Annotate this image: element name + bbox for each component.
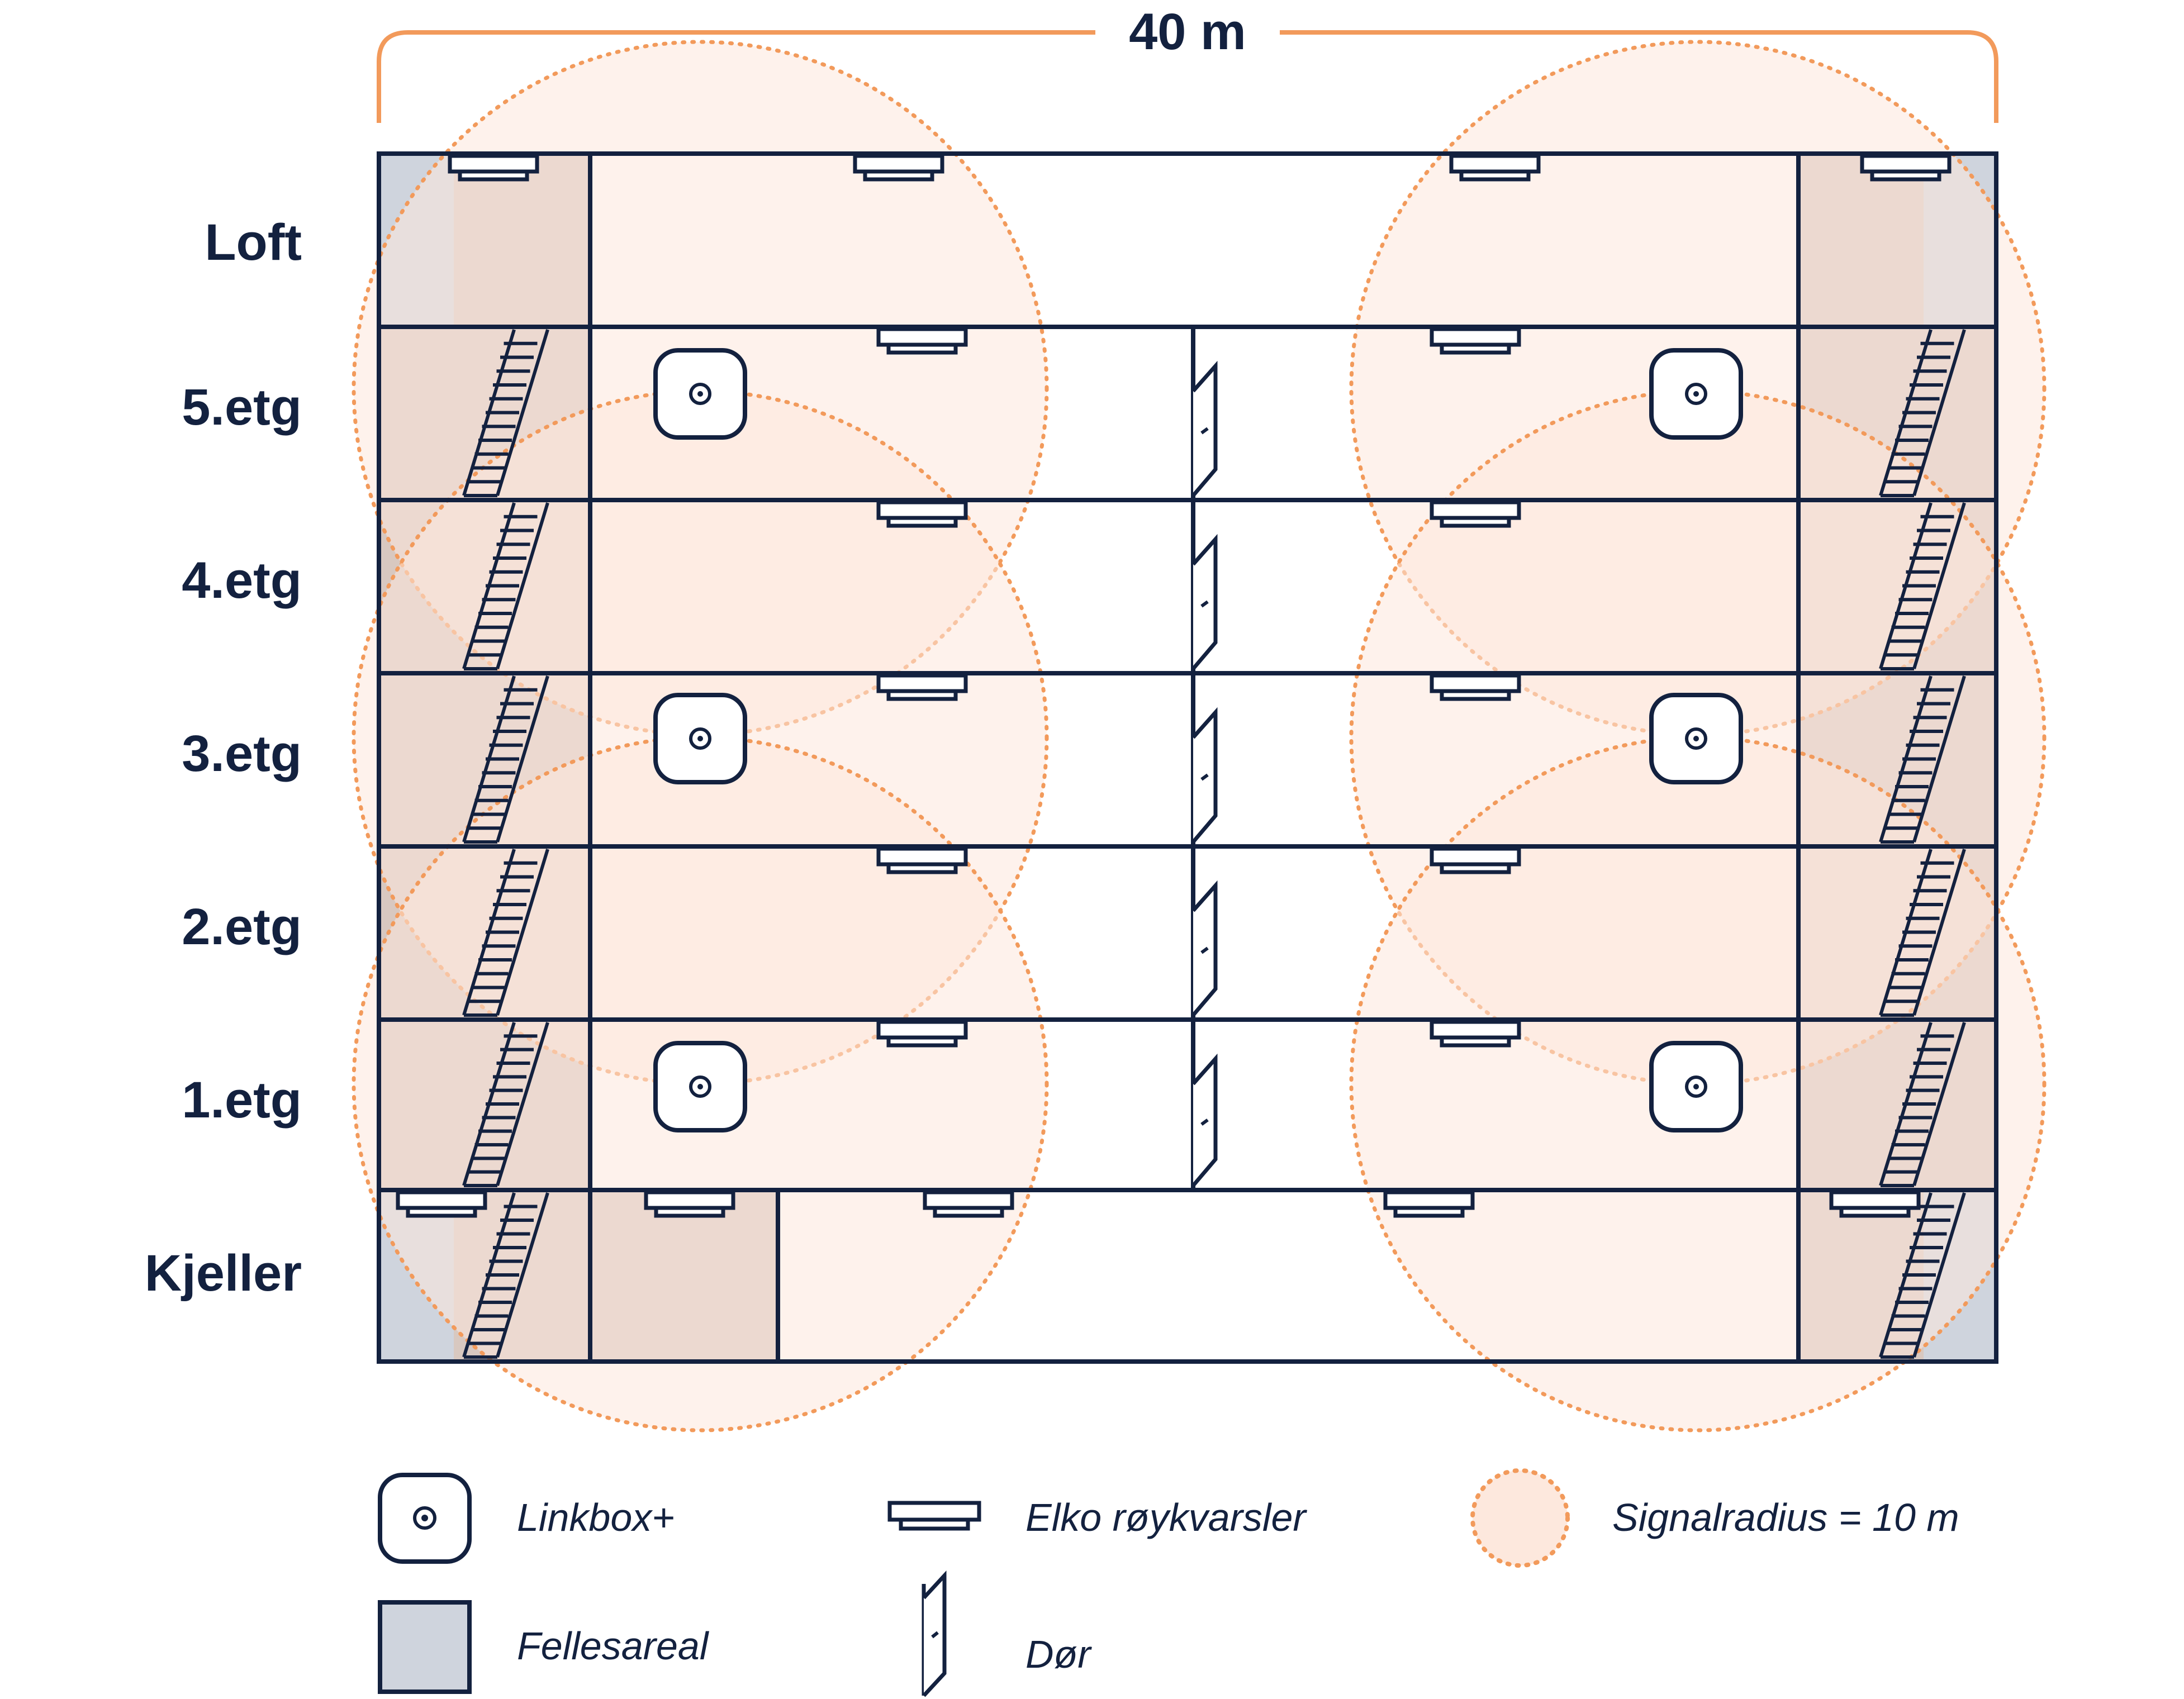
smoke-alarm-icon — [853, 154, 944, 182]
stairs-group — [462, 329, 1966, 1359]
legend-smoke-alarm-icon — [887, 1501, 981, 1531]
legend: Linkbox+ Elko røykvarsler Signalradius =… — [378, 1468, 1959, 1697]
smoke-alarm-icon — [1430, 673, 1521, 701]
building-structure — [377, 151, 1998, 1364]
floor-label-3etg: 3.etg — [182, 725, 302, 782]
door-icon — [1191, 707, 1218, 844]
legend-door: Dør — [922, 1570, 1092, 1697]
smoke-alarm-icon — [1383, 1190, 1475, 1218]
door-icon — [1191, 534, 1218, 670]
stair-rail — [462, 675, 516, 843]
smoke-alarm-icon — [1430, 327, 1521, 355]
staircase — [1879, 849, 1966, 1017]
legend-signal-radius: Signalradius = 10 m — [1470, 1468, 1959, 1568]
staircase — [462, 1022, 549, 1187]
linkbox-icon — [653, 348, 747, 440]
legend-signal-radius-label: Signalradius = 10 m — [1612, 1496, 1959, 1539]
smoke-alarms-group — [396, 154, 1952, 1218]
stair-rail — [1879, 502, 1933, 669]
stair-rail — [496, 1022, 549, 1186]
smoke-alarm-icon — [448, 154, 539, 182]
floor-label-2etg: 2.etg — [182, 898, 302, 955]
door-icon — [1191, 1053, 1218, 1187]
floor-label-1etg: 1.etg — [182, 1072, 302, 1129]
staircase — [462, 329, 549, 497]
smoke-alarm-icon — [1829, 1190, 1921, 1218]
stair-rail — [1879, 1022, 1933, 1186]
smoke-alarm-icon — [396, 1190, 487, 1218]
stair-rail — [496, 1192, 549, 1358]
staircase — [1879, 502, 1966, 670]
stair-rail — [496, 675, 549, 843]
linkbox-icon — [1649, 348, 1743, 440]
linkbox-icon — [1649, 1041, 1743, 1132]
stair-rail — [496, 849, 549, 1016]
linkboxes-group — [653, 348, 1743, 1132]
smoke-alarm-icon — [876, 673, 968, 701]
stair-rail — [1879, 1192, 1933, 1358]
smoke-alarm-icon — [876, 846, 968, 874]
stair-rail — [1879, 329, 1933, 496]
floor-label-4etg: 4.etg — [182, 552, 302, 609]
smoke-alarm-icon — [1860, 154, 1952, 182]
legend-door-icon — [922, 1570, 947, 1697]
door-icon — [1191, 880, 1218, 1017]
staircase — [462, 675, 549, 844]
staircase — [462, 502, 549, 670]
stair-rail — [1879, 849, 1933, 1016]
linkbox-icon — [653, 1041, 747, 1132]
stair-rail — [1912, 1022, 1966, 1186]
smoke-alarm-icon — [1449, 154, 1541, 182]
floor-label-5etg: 5.etg — [182, 379, 302, 436]
stair-rail — [1879, 675, 1933, 843]
staircase — [1879, 1192, 1966, 1359]
stair-rail — [1912, 849, 1966, 1016]
staircase — [462, 849, 549, 1017]
stair-rail — [462, 329, 516, 496]
floor-label-loft: Loft — [205, 214, 302, 271]
legend-door-label: Dør — [1025, 1633, 1092, 1676]
smoke-alarm-icon — [876, 500, 968, 528]
stair-rail — [496, 502, 549, 669]
smoke-alarm-icon — [923, 1190, 1014, 1218]
width-label: 40 m — [1129, 3, 1246, 60]
legend-signal-radius-icon — [1470, 1468, 1570, 1568]
legend-linkbox-dot — [413, 1506, 436, 1530]
stair-rail — [462, 849, 516, 1016]
legend-common-area-label: Fellesareal — [517, 1624, 710, 1668]
smoke-alarm-icon — [876, 327, 968, 355]
smoke-alarm-icon — [644, 1190, 735, 1218]
legend-smoke-alarm-label: Elko røykvarsler — [1025, 1496, 1307, 1539]
stair-rail — [496, 329, 549, 496]
smoke-alarm-icon — [1430, 1020, 1521, 1048]
smoke-alarm-icon — [1430, 846, 1521, 874]
legend-common-area: Fellesareal — [378, 1600, 710, 1694]
linkbox-icon — [653, 693, 747, 784]
doors-group — [1191, 360, 1218, 1187]
building-outline — [377, 151, 1998, 1364]
width-bracket: 40 m — [377, 3, 1998, 123]
stair-rail — [1912, 329, 1966, 496]
stair-rail — [462, 1192, 516, 1358]
legend-smoke-alarm: Elko røykvarsler — [887, 1496, 1307, 1539]
floor-label-kjeller: Kjeller — [145, 1245, 302, 1302]
linkbox-icon — [1649, 693, 1743, 784]
legend-linkbox: Linkbox+ — [378, 1473, 675, 1564]
stair-rail — [1912, 1192, 1966, 1358]
floor-labels: Loft 5.etg 4.etg 3.etg 2.etg 1.etg Kjell… — [145, 214, 302, 1302]
stair-rail — [1912, 675, 1966, 843]
stair-rail — [462, 502, 516, 669]
stair-rail — [1912, 502, 1966, 669]
staircase — [1879, 675, 1966, 844]
staircase — [1879, 1022, 1966, 1187]
door-icon — [1191, 360, 1218, 497]
smoke-alarm-icon — [876, 1020, 968, 1048]
stair-rail — [462, 1022, 516, 1186]
legend-linkbox-label: Linkbox+ — [517, 1496, 675, 1539]
staircase — [1879, 329, 1966, 497]
legend-common-area-icon — [378, 1600, 472, 1694]
smoke-alarm-icon — [1430, 500, 1521, 528]
staircase — [462, 1192, 549, 1359]
